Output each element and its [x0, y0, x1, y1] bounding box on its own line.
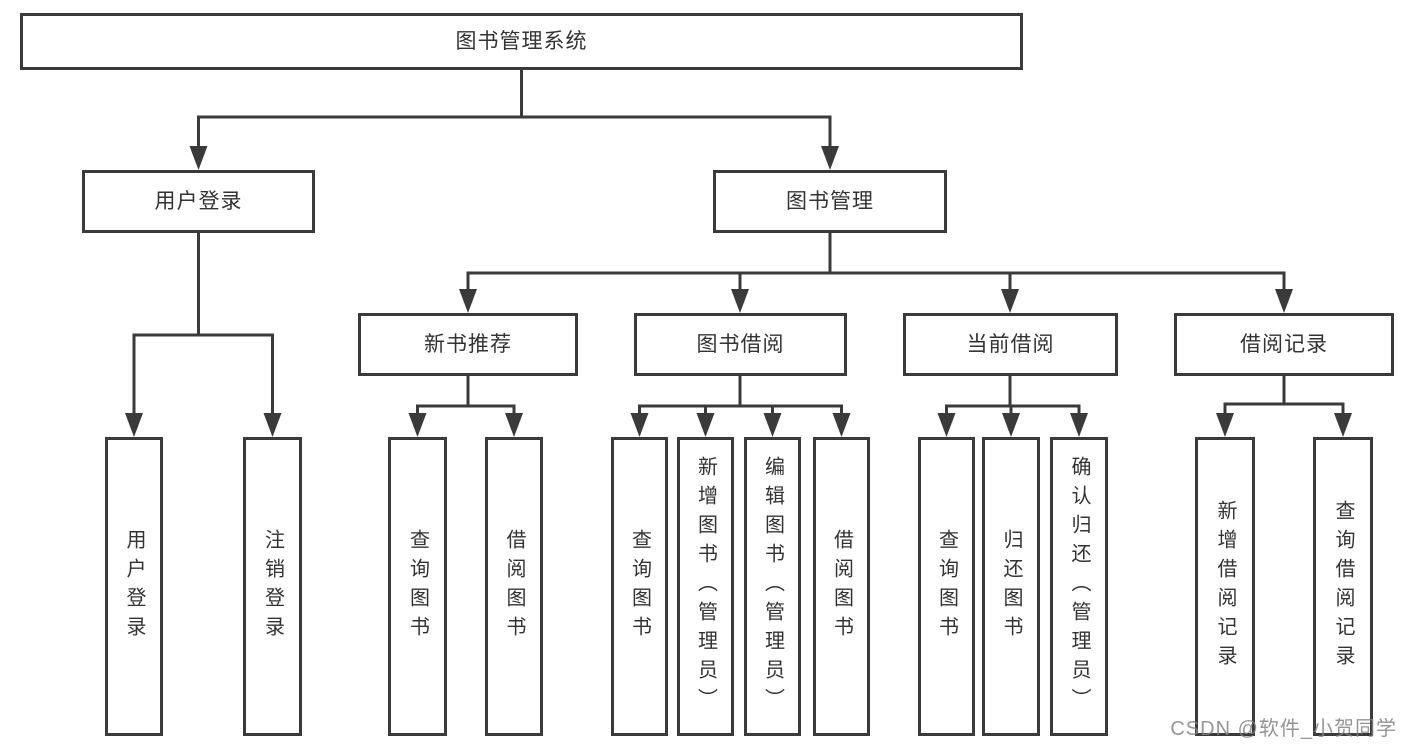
- node-library-system: 图书管理系统: [20, 13, 1023, 70]
- leaf-search-books-recommend: 查询图书: [388, 437, 447, 736]
- leaf-add-book-admin: 新增图书（管理员）: [677, 437, 734, 736]
- leaf-confirm-return-admin: 确认归还（管理员）: [1050, 437, 1108, 736]
- leaf-borrow-books-borrowing: 借阅图书: [813, 437, 870, 736]
- arrowhead-down-icon: [696, 413, 715, 437]
- arrowhead-down-icon: [763, 413, 782, 437]
- leaf-search-borrow-record: 查询借阅记录: [1313, 437, 1373, 736]
- leaf-return-book: 归还图书: [982, 437, 1040, 736]
- arrowhead-down-icon: [125, 413, 143, 437]
- arrowhead-down-icon: [189, 146, 208, 170]
- arrowhead-down-icon: [408, 413, 427, 437]
- node-new-book-recommend: 新书推荐: [358, 313, 578, 376]
- leaf-search-books-current: 查询图书: [918, 437, 975, 736]
- arrowhead-down-icon: [1002, 413, 1020, 437]
- node-book-borrowing: 图书借阅: [634, 313, 847, 376]
- arrowhead-down-icon: [1275, 289, 1293, 313]
- leaf-edit-book-admin: 编辑图书（管理员）: [744, 437, 801, 736]
- arrowhead-down-icon: [937, 413, 956, 437]
- arrowhead-down-icon: [505, 413, 523, 437]
- leaf-user-login: 用户登录: [105, 437, 163, 736]
- arrowhead-down-icon: [731, 289, 749, 313]
- leaf-borrow-books-recommend: 借阅图书: [485, 437, 543, 736]
- leaf-search-books-borrowing: 查询图书: [611, 437, 668, 736]
- arrowhead-down-icon: [630, 413, 649, 437]
- node-borrowing-records: 借阅记录: [1174, 313, 1394, 376]
- arrowhead-down-icon: [263, 413, 282, 437]
- arrowhead-down-icon: [1216, 413, 1234, 437]
- arrowhead-down-icon: [1001, 289, 1019, 313]
- leaf-add-borrow-record: 新增借阅记录: [1195, 437, 1255, 736]
- arrowhead-down-icon: [1070, 413, 1088, 437]
- arrowhead-down-icon: [459, 289, 477, 313]
- watermark: CSDN @软件_小贺同学: [1170, 718, 1397, 740]
- node-book-management: 图书管理: [713, 170, 947, 233]
- arrowhead-down-icon: [1334, 413, 1352, 437]
- arrowhead-down-icon: [832, 413, 851, 437]
- arrowhead-down-icon: [821, 146, 839, 170]
- node-current-borrowing: 当前借阅: [903, 313, 1118, 376]
- leaf-logout: 注销登录: [243, 437, 302, 736]
- node-user-login: 用户登录: [82, 170, 315, 233]
